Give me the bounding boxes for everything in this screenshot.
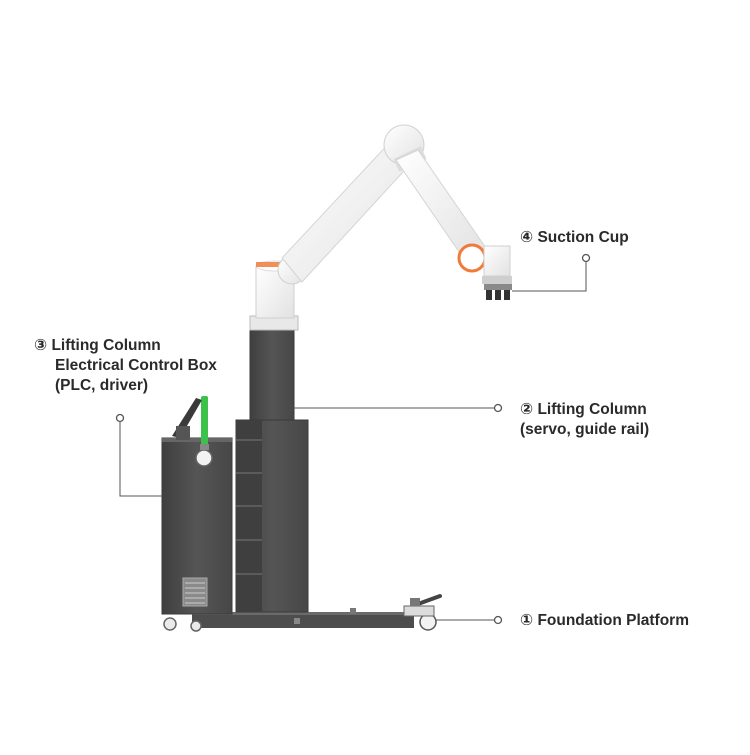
- callout-number: ②: [520, 401, 534, 418]
- callout-label: Lifting Column: [51, 337, 161, 354]
- callout-sublabel: (PLC, driver): [55, 377, 149, 394]
- control-box: [161, 396, 233, 615]
- joint-ring: [256, 262, 294, 267]
- leader-lines: [119, 260, 587, 621]
- caster-wheel: [163, 617, 177, 631]
- callout-control-box: ③ Lifting Column Electrical Control Box …: [34, 336, 217, 396]
- callout-number: ④: [520, 229, 534, 246]
- callout-suction-cup: ④ Suction Cup: [520, 228, 629, 248]
- leader-dot: [493, 615, 503, 625]
- callout-number: ①: [520, 612, 534, 629]
- leader-dot: [581, 253, 591, 263]
- indicator-light: [201, 396, 208, 448]
- caster-wheel: [190, 620, 202, 632]
- callout-number: ③: [34, 337, 48, 354]
- wrist-joint-ring: [457, 243, 487, 273]
- robot-arm: [249, 124, 512, 331]
- vent-grill: [182, 577, 208, 607]
- lock-lever: [416, 594, 442, 606]
- callout-label: Suction Cup: [537, 229, 629, 246]
- callout-lifting-column: ② Lifting Column (servo, guide rail): [520, 400, 649, 440]
- callout-label: Lifting Column: [537, 401, 647, 418]
- lifting-column: [235, 327, 309, 613]
- callout-sublabel: (servo, guide rail): [520, 421, 650, 438]
- leader-line-suction-cup: [512, 260, 587, 292]
- callout-foundation: ① Foundation Platform: [520, 611, 689, 631]
- callout-sublabel: Electrical Control Box: [55, 357, 217, 374]
- leader-dot: [493, 403, 503, 413]
- suction-cup: [484, 284, 512, 300]
- callout-label: Foundation Platform: [537, 612, 689, 629]
- leader-line-control-box: [119, 420, 162, 497]
- leader-dot: [115, 413, 125, 423]
- leader-endpoints: [115, 253, 591, 625]
- foundation-platform: [163, 594, 442, 632]
- control-knob: [195, 449, 213, 467]
